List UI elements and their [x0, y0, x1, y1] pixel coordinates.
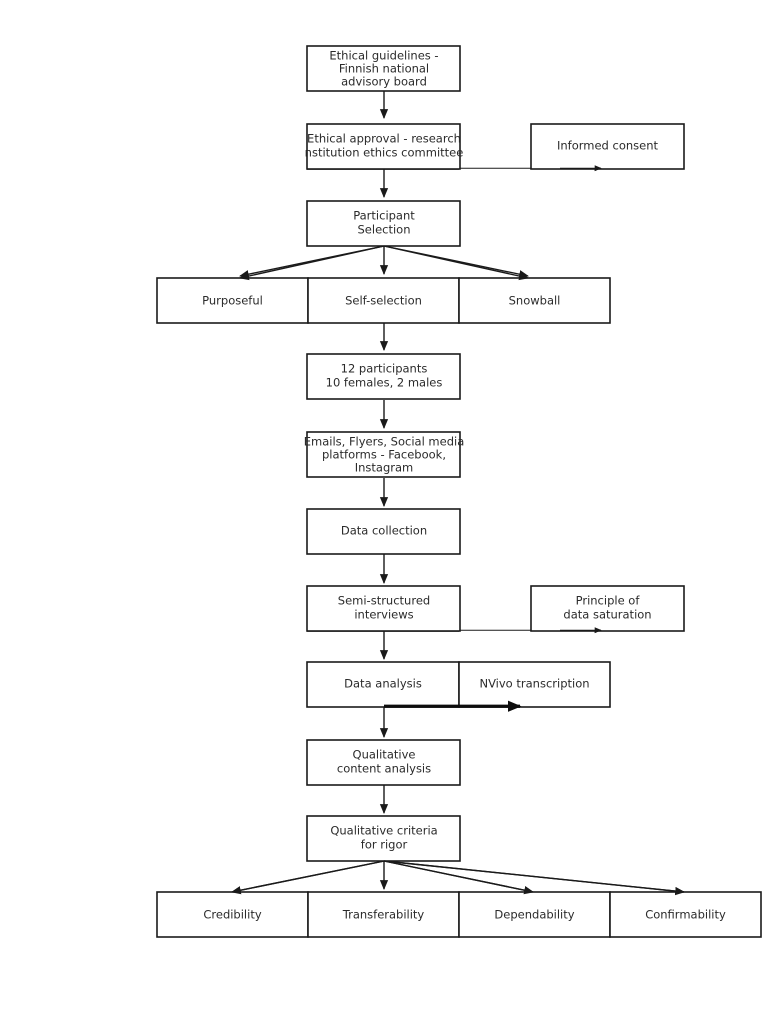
recruitment-channels-line2: platforms - Facebook, — [322, 448, 446, 462]
data-saturation-box — [530, 585, 685, 632]
analysis-row: Data analysis NVivo transcription — [306, 661, 611, 708]
nvivo-transcription-box — [458, 661, 611, 708]
dependability-label: Dependability — [494, 908, 574, 922]
recruitment-channels-line1: Emails, Flyers, Social media — [304, 435, 465, 449]
data-collection-box — [306, 508, 461, 555]
node-participant-selection: Participant Selection — [306, 200, 461, 247]
node-ethical-approval: Ethical approval - research nstitution e… — [305, 123, 464, 170]
edge-selection-to-purposeful-overlay — [239, 245, 385, 281]
node-qualitative-criteria: Qualitative criteria for rigor — [306, 815, 461, 862]
qualitative-criteria-line1: Qualitative criteria — [330, 824, 437, 838]
ethical-guidelines-box — [306, 45, 461, 92]
recruitment-channels-line3: Instagram — [355, 461, 414, 475]
data-analysis-label: Data analysis — [344, 677, 422, 691]
credibility-label: Credibility — [203, 908, 261, 922]
data-saturation-line2: data saturation — [563, 608, 651, 622]
snowball-label: Snowball — [509, 294, 561, 308]
node-ethical-guidelines: Ethical guidelines - Finnish national ad… — [306, 45, 461, 92]
qualitative-content-analysis-box — [306, 739, 461, 786]
data-saturation-line1: Principle of — [576, 594, 641, 608]
participant-selection-line1: Participant — [353, 209, 415, 223]
qualitative-content-analysis-line2: content analysis — [337, 762, 431, 776]
node-informed-consent: Informed consent — [530, 123, 685, 170]
ethical-approval-line1: Ethical approval - research — [307, 132, 461, 146]
qualitative-content-analysis-line1: Qualitative — [353, 748, 416, 762]
self-selection-label: Self-selection — [345, 294, 422, 308]
edge-criteria-to-dependability-overlay — [383, 860, 534, 895]
edge-criteria-to-credibility-overlay — [231, 860, 385, 895]
rigor-criteria-row: Credibility Transferability Dependabilit… — [156, 891, 762, 938]
ethical-guidelines-line2: Finnish national — [339, 62, 429, 76]
confirmability-label: Confirmability — [645, 908, 726, 922]
nvivo-transcription-label: NVivo transcription — [479, 677, 589, 691]
edge-selection-to-snowball-overlay — [383, 245, 529, 281]
informed-consent-label: Informed consent — [557, 139, 659, 153]
transferability-label: Transferability — [342, 908, 425, 922]
dependability-box — [458, 891, 611, 938]
participants-count-line2: 10 females, 2 males — [326, 376, 443, 390]
semi-structured-interviews-box — [306, 585, 461, 632]
node-data-collection: Data collection — [306, 508, 461, 555]
edge-criteria-to-confirmability-overlay — [383, 860, 685, 896]
semi-structured-interviews-line2: interviews — [354, 608, 413, 622]
semi-structured-interviews-line1: Semi-structured — [338, 594, 430, 608]
participants-count-line1: 12 participants — [341, 362, 428, 376]
recruitment-channels-box — [306, 431, 461, 478]
transferability-box — [307, 891, 460, 938]
node-participants-count: 12 participants 10 females, 2 males — [306, 353, 461, 400]
ethical-guidelines-line3: advisory board — [341, 75, 427, 89]
node-recruitment-channels: Emails, Flyers, Social media platforms -… — [304, 431, 465, 478]
confirmability-box — [609, 891, 762, 938]
node-semi-structured-interviews: Semi-structured interviews — [306, 585, 461, 632]
ethical-guidelines-line1: Ethical guidelines - — [329, 49, 438, 63]
snowball-box — [458, 277, 611, 324]
self-selection-box — [307, 277, 460, 324]
data-collection-label: Data collection — [341, 524, 427, 538]
participant-selection-box — [306, 200, 461, 247]
node-data-saturation: Principle of data saturation — [530, 585, 685, 632]
participants-count-box — [306, 353, 461, 400]
purposeful-label: Purposeful — [202, 294, 263, 308]
ethical-approval-box — [306, 123, 461, 170]
node-qualitative-content-analysis: Qualitative content analysis — [306, 739, 461, 786]
data-analysis-box — [306, 661, 460, 708]
qualitative-criteria-box — [306, 815, 461, 862]
ethical-approval-line2: nstitution ethics committee — [305, 146, 464, 160]
qualitative-criteria-line2: for rigor — [361, 838, 408, 852]
participant-selection-line2: Selection — [358, 223, 411, 237]
informed-consent-box — [530, 123, 685, 170]
sampling-methods-row: Purposeful Self-selection Snowball — [156, 277, 611, 324]
